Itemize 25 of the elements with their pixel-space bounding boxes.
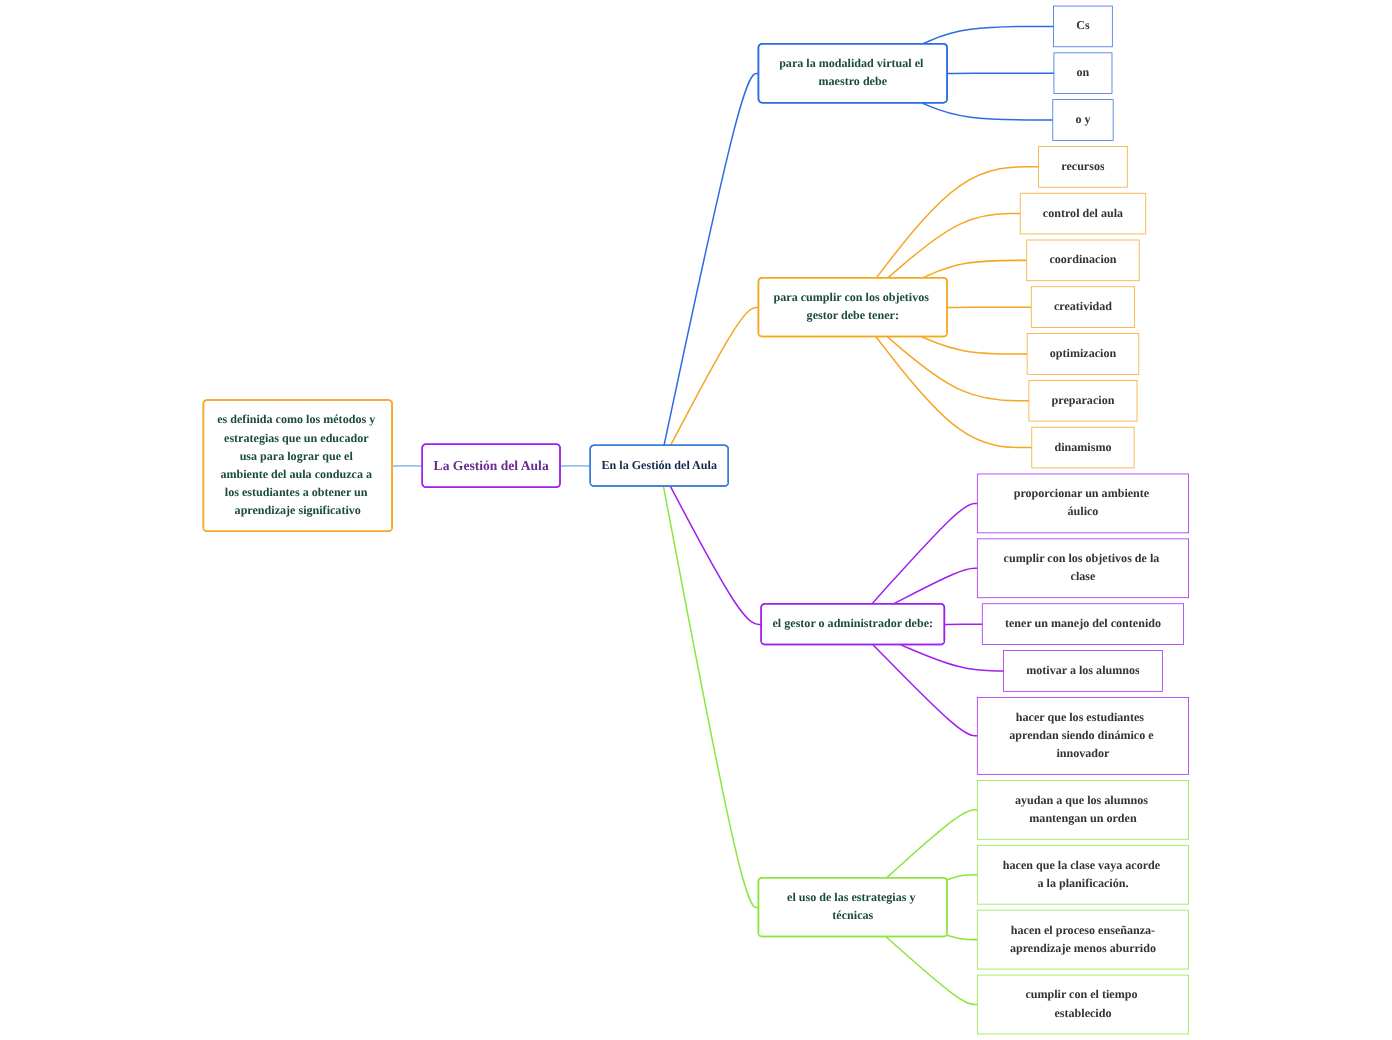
connector — [669, 485, 763, 626]
connector — [391, 465, 424, 467]
connector — [669, 306, 760, 447]
connector — [885, 936, 979, 1006]
connector — [559, 465, 592, 467]
connector — [875, 166, 1040, 279]
connector — [946, 306, 1032, 309]
connector — [946, 873, 979, 881]
connector — [872, 644, 979, 737]
connector — [946, 934, 979, 941]
connector — [885, 809, 979, 879]
connector — [921, 25, 1055, 45]
connector — [875, 336, 1033, 449]
connector — [921, 259, 1028, 279]
connector — [886, 212, 1021, 279]
connector — [662, 485, 760, 909]
connector — [944, 623, 984, 626]
connector — [921, 102, 1054, 121]
connector — [900, 644, 1005, 672]
connector — [921, 336, 1028, 355]
connector — [886, 336, 1030, 402]
connector — [663, 72, 760, 447]
connector — [946, 72, 1055, 75]
connector — [892, 567, 979, 605]
connector — [870, 502, 979, 605]
